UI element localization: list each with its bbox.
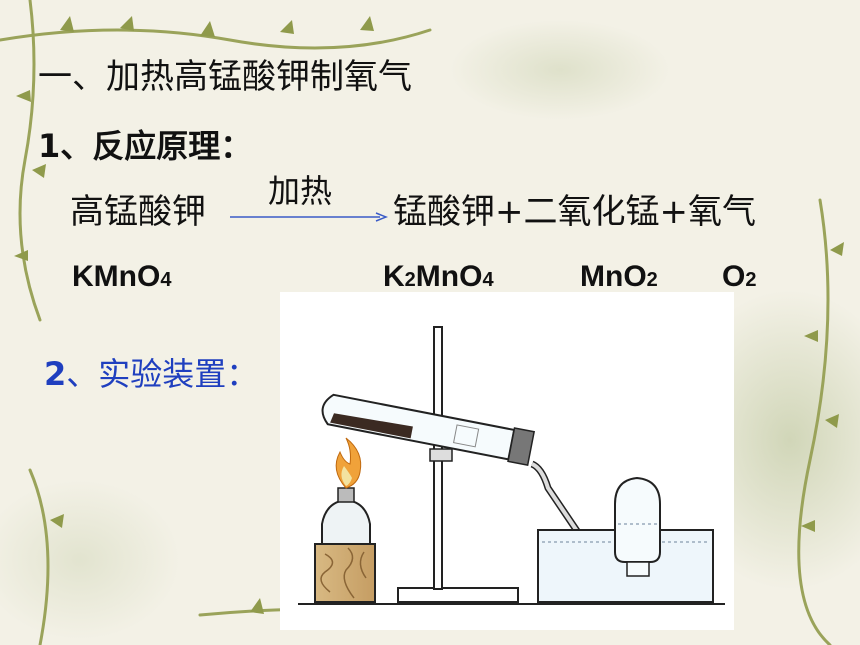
reaction-condition: 加热 <box>268 172 333 210</box>
kmno4-powder <box>330 413 413 439</box>
alcohol-lamp <box>321 498 371 545</box>
stopper <box>507 427 536 467</box>
formula-kmno4: KMnO4 <box>72 260 172 293</box>
reaction-principle-heading: 1、反应原理： <box>38 127 253 165</box>
collecting-bottle <box>614 476 661 563</box>
apparatus-heading: 2、实验装置： <box>44 355 259 393</box>
reaction-products: 锰酸钾+二氧化锰+氧气 <box>393 192 756 232</box>
formula-o2: O2 <box>722 260 757 293</box>
clamp-bottom <box>429 448 453 462</box>
section-title: 一、加热高锰酸钾制氧气 <box>38 57 412 97</box>
apparatus-drawing <box>298 326 725 605</box>
apparatus-illustration <box>280 292 734 630</box>
reactant-name: 高锰酸钾 <box>70 192 206 232</box>
stand-base <box>397 587 519 603</box>
reaction-arrow-icon <box>230 212 389 222</box>
formula-k2mno4: K2MnO4 <box>383 260 494 293</box>
formula-mno2: MnO2 <box>580 260 658 293</box>
